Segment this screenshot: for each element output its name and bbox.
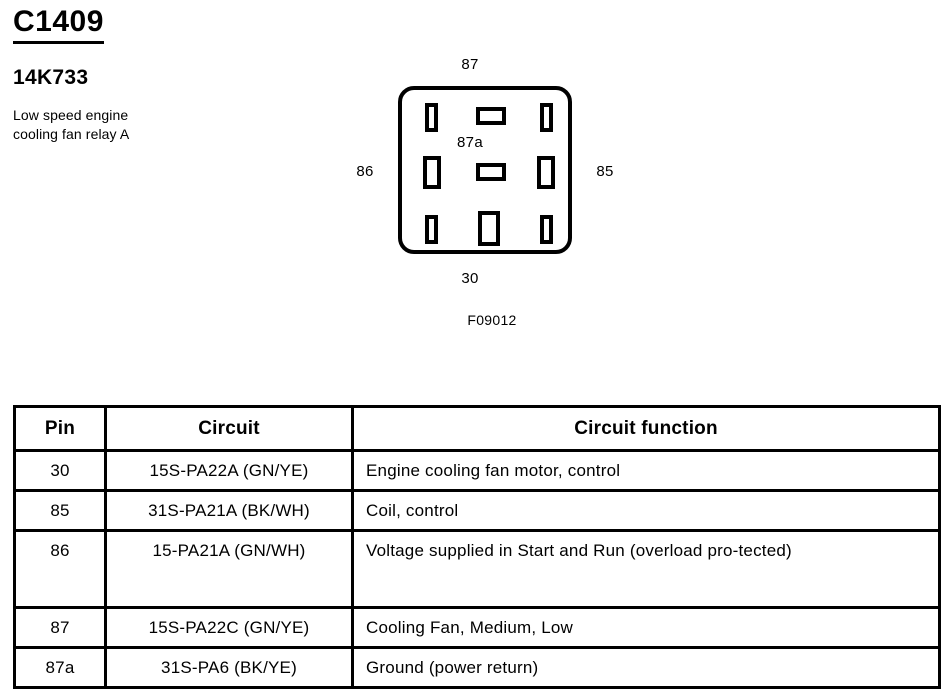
connector-description: Low speed engine cooling fan relay A <box>13 106 313 144</box>
cell-circuit: 15-PA21A (GN/WH) <box>104 529 354 609</box>
cell-pin: 87a <box>13 646 107 689</box>
terminal-slot-bottom-right <box>540 215 553 244</box>
connector-id: C1409 <box>13 5 104 44</box>
terminal-slot-bottom-center <box>478 211 500 246</box>
table-row: 87 15S-PA22C (GN/YE) Cooling Fan, Medium… <box>13 606 941 649</box>
cell-function: Engine cooling fan motor, control <box>351 449 941 492</box>
connector-body-outline <box>398 86 572 254</box>
terminal-slot-top-left <box>425 103 438 132</box>
cell-pin: 87 <box>13 606 107 649</box>
cell-function: Voltage supplied in Start and Run (overl… <box>351 529 941 609</box>
description-line-2: cooling fan relay A <box>13 126 130 142</box>
connector-label-inner: 87a <box>457 134 483 151</box>
column-header-pin: Pin <box>13 405 107 452</box>
part-number: 14K733 <box>13 66 89 89</box>
cell-pin: 85 <box>13 489 107 532</box>
column-header-circuit: Circuit <box>104 405 354 452</box>
terminal-slot-middle-left <box>423 156 441 189</box>
connector-label-top: 87 <box>461 56 479 73</box>
terminal-slot-middle-right <box>537 156 555 189</box>
cell-circuit: 31S-PA21A (BK/WH) <box>104 489 354 532</box>
cell-circuit: 15S-PA22C (GN/YE) <box>104 606 354 649</box>
terminal-slot-middle-center <box>476 163 506 181</box>
cell-function: Coil, control <box>351 489 941 532</box>
cell-function: Cooling Fan, Medium, Low <box>351 606 941 649</box>
connector-label-left: 86 <box>356 163 374 180</box>
table-row: 30 15S-PA22A (GN/YE) Engine cooling fan … <box>13 449 941 492</box>
table-row: 86 15-PA21A (GN/WH) Voltage supplied in … <box>13 529 941 609</box>
table-row: 87a 31S-PA6 (BK/YE) Ground (power return… <box>13 646 941 689</box>
connector-label-bottom: 30 <box>461 270 479 287</box>
cell-circuit: 15S-PA22A (GN/YE) <box>104 449 354 492</box>
cell-circuit: 31S-PA6 (BK/YE) <box>104 646 354 689</box>
terminal-slot-top-right <box>540 103 553 132</box>
figure-id-label: F09012 <box>467 312 517 328</box>
cell-pin: 86 <box>13 529 107 609</box>
cell-pin: 30 <box>13 449 107 492</box>
table-header-row: Pin Circuit Circuit function <box>13 405 941 452</box>
terminal-slot-bottom-left <box>425 215 438 244</box>
connector-diagram: 87 86 85 30 87a F09012 <box>340 48 640 348</box>
terminal-slot-top-center <box>476 107 506 125</box>
description-line-1: Low speed engine <box>13 107 129 123</box>
connector-label-right: 85 <box>596 163 614 180</box>
pin-table: Pin Circuit Circuit function 30 15S-PA22… <box>13 405 941 689</box>
column-header-function: Circuit function <box>351 405 941 452</box>
cell-function: Ground (power return) <box>351 646 941 689</box>
table-row: 85 31S-PA21A (BK/WH) Coil, control <box>13 489 941 532</box>
header-block: C1409 14K733 Low speed engine cooling fa… <box>13 5 313 144</box>
